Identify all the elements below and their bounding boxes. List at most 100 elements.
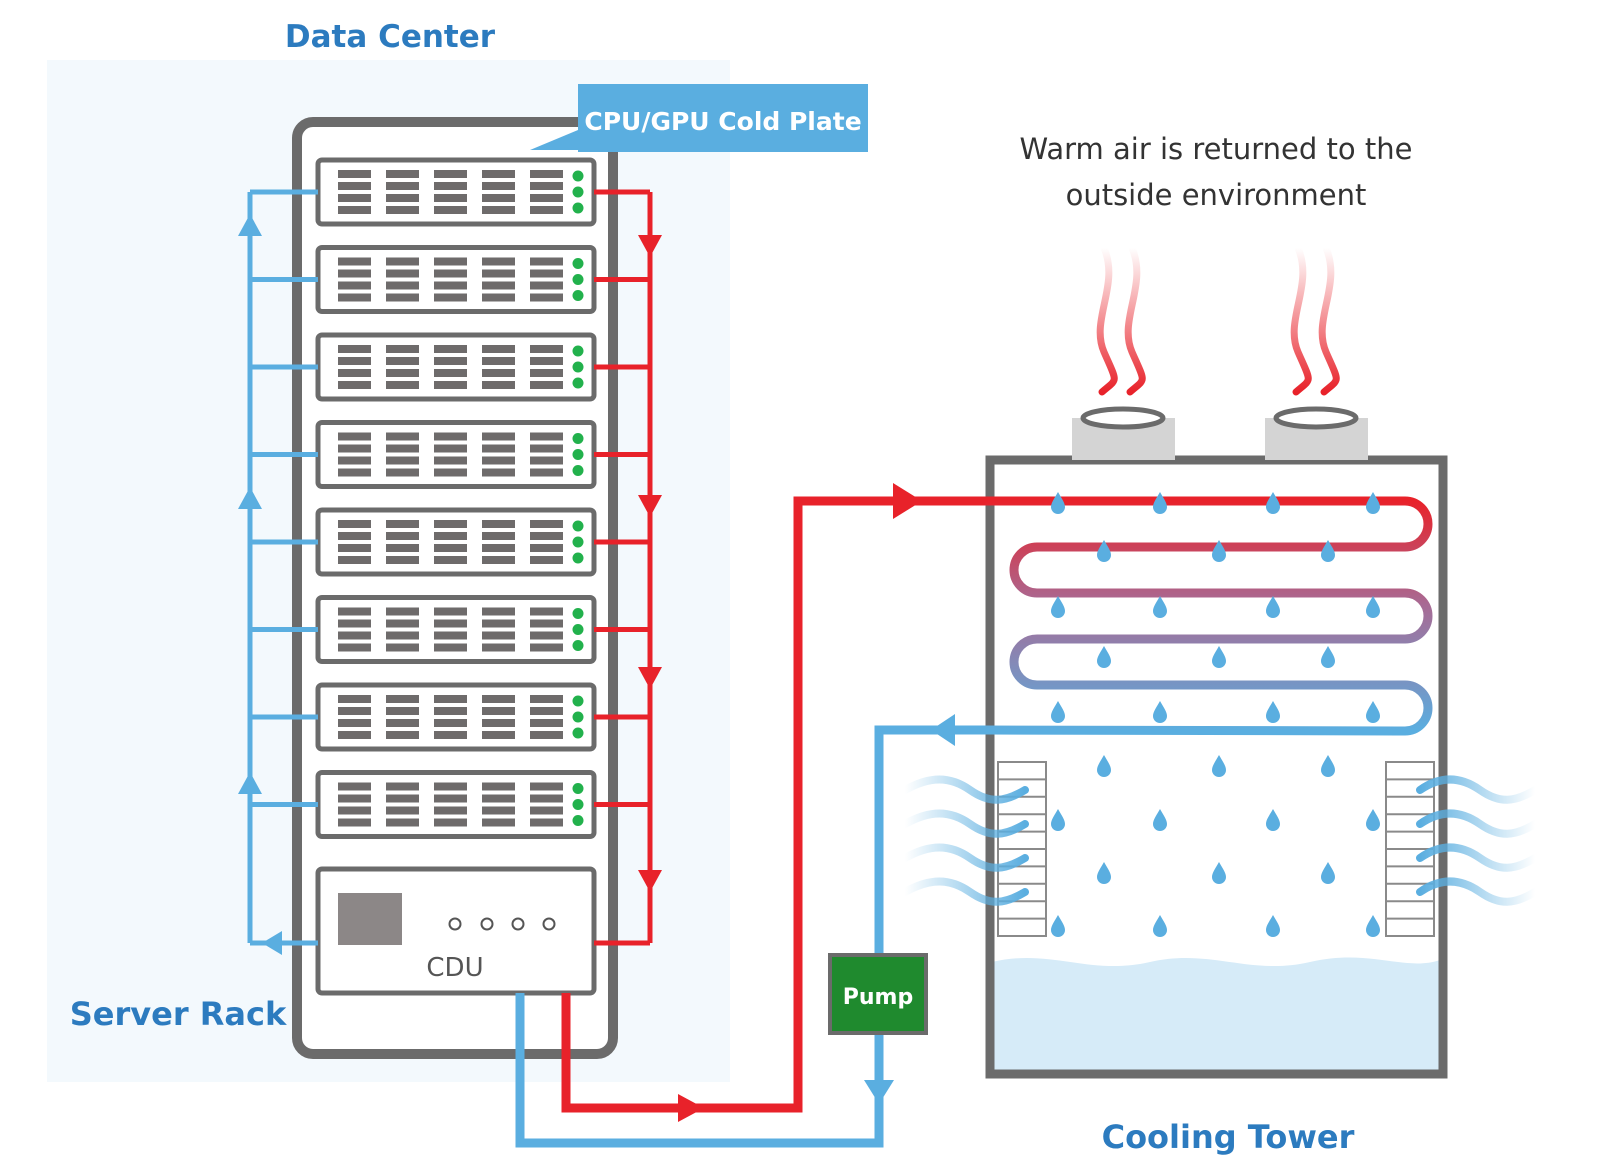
data-center-title: Data Center: [285, 19, 496, 55]
status-led: [572, 433, 584, 444]
status-led: [572, 377, 584, 389]
water-drop: [1153, 915, 1167, 937]
flow-arrow: [238, 214, 262, 236]
water-drop: [1153, 492, 1167, 514]
water-drop: [1051, 701, 1065, 723]
water-drop: [1366, 809, 1380, 831]
server-unit: [315, 595, 597, 664]
cdu-indicator: [448, 917, 462, 931]
status-led: [572, 186, 584, 198]
flow-arrow: [678, 1094, 704, 1122]
status-led: [572, 290, 584, 301]
heat-wave: [1096, 244, 1118, 396]
status-led: [572, 640, 584, 651]
status-led: [572, 624, 584, 635]
cdu-indicator: [542, 917, 556, 931]
water-droplets: [1051, 492, 1380, 937]
wind-stream: [1416, 775, 1539, 804]
heat-exchange-coil: [984, 496, 1433, 736]
water-drop: [1266, 596, 1280, 618]
cdu-label: CDU: [426, 953, 483, 983]
water-drop: [1051, 596, 1065, 618]
server-unit: [315, 770, 597, 839]
cdu-unit: CDU: [315, 866, 597, 996]
flow-arrow: [238, 772, 262, 794]
water-drop: [1366, 701, 1380, 723]
flow-arrow: [638, 667, 662, 689]
status-led: [572, 345, 584, 357]
air-intake-flow: [901, 775, 1539, 906]
water-drop: [1321, 646, 1335, 668]
status-led: [572, 170, 584, 182]
status-led: [572, 727, 584, 739]
status-led: [572, 258, 584, 269]
status-led: [572, 815, 584, 826]
flow-arrow: [893, 483, 922, 519]
water-drop: [1097, 755, 1111, 777]
heat-wave: [1124, 244, 1146, 396]
cooling-tower-label: Cooling Tower: [1102, 1118, 1355, 1156]
water-drop: [1097, 646, 1111, 668]
status-led: [572, 783, 584, 794]
wind-stream: [1416, 809, 1539, 838]
water-drop: [1321, 862, 1335, 884]
heat-wave: [1318, 244, 1340, 396]
tower-water-basin: [992, 957, 1440, 1072]
server-unit: [315, 245, 597, 314]
water-drop: [1366, 492, 1380, 514]
water-drop: [1266, 701, 1280, 723]
pump-label: Pump: [843, 985, 913, 1010]
status-led: [572, 465, 584, 476]
water-drop: [1321, 755, 1335, 777]
water-drop: [1153, 596, 1167, 618]
water-drop: [1266, 492, 1280, 514]
server-unit: [315, 682, 597, 752]
water-drop: [1153, 809, 1167, 831]
wind-stream: [901, 775, 1029, 804]
server-unit: [315, 157, 597, 227]
air-louvers: [997, 761, 1435, 937]
server-rack-label: Server Rack: [70, 995, 287, 1033]
flow-arrow: [864, 1080, 894, 1104]
cold-plate-label: CPU/GPU Cold Plate: [584, 107, 861, 136]
water-drop: [1051, 915, 1065, 937]
flow-arrow: [638, 870, 662, 892]
status-led: [572, 799, 584, 810]
wind-stream: [1416, 843, 1539, 872]
water-drop: [1212, 755, 1226, 777]
water-drop: [1266, 809, 1280, 831]
status-led: [572, 449, 584, 460]
cold-return-pipe: [515, 725, 985, 1148]
status-led: [572, 711, 584, 723]
status-led: [572, 361, 584, 373]
status-led: [572, 608, 584, 619]
flow-arrow: [238, 487, 262, 509]
status-led: [572, 552, 584, 564]
hot-supply-pipe: [561, 496, 985, 1113]
server-unit: [315, 332, 597, 402]
status-led: [572, 520, 584, 532]
flow-arrow: [638, 235, 662, 257]
rack-manifolds: [238, 189, 662, 955]
water-drop: [1266, 915, 1280, 937]
water-drop: [1051, 809, 1065, 831]
wind-stream: [901, 843, 1029, 872]
flow-arrow: [262, 931, 282, 955]
tower-frame: [985, 455, 1448, 1079]
cooling-tower: [901, 406, 1539, 1079]
cdu-indicator: [480, 917, 494, 931]
wind-stream: [901, 877, 1029, 906]
status-led: [572, 695, 584, 707]
pump: Pump: [828, 953, 928, 1035]
water-drop: [1153, 701, 1167, 723]
status-led: [572, 274, 584, 285]
status-led: [572, 536, 584, 548]
flow-arrow: [931, 714, 955, 746]
water-drop: [1212, 862, 1226, 884]
wind-stream: [1416, 877, 1539, 906]
server-unit: [315, 420, 597, 489]
heat-wave: [1290, 244, 1312, 396]
server-unit: [315, 507, 597, 577]
server-units: [315, 157, 597, 839]
